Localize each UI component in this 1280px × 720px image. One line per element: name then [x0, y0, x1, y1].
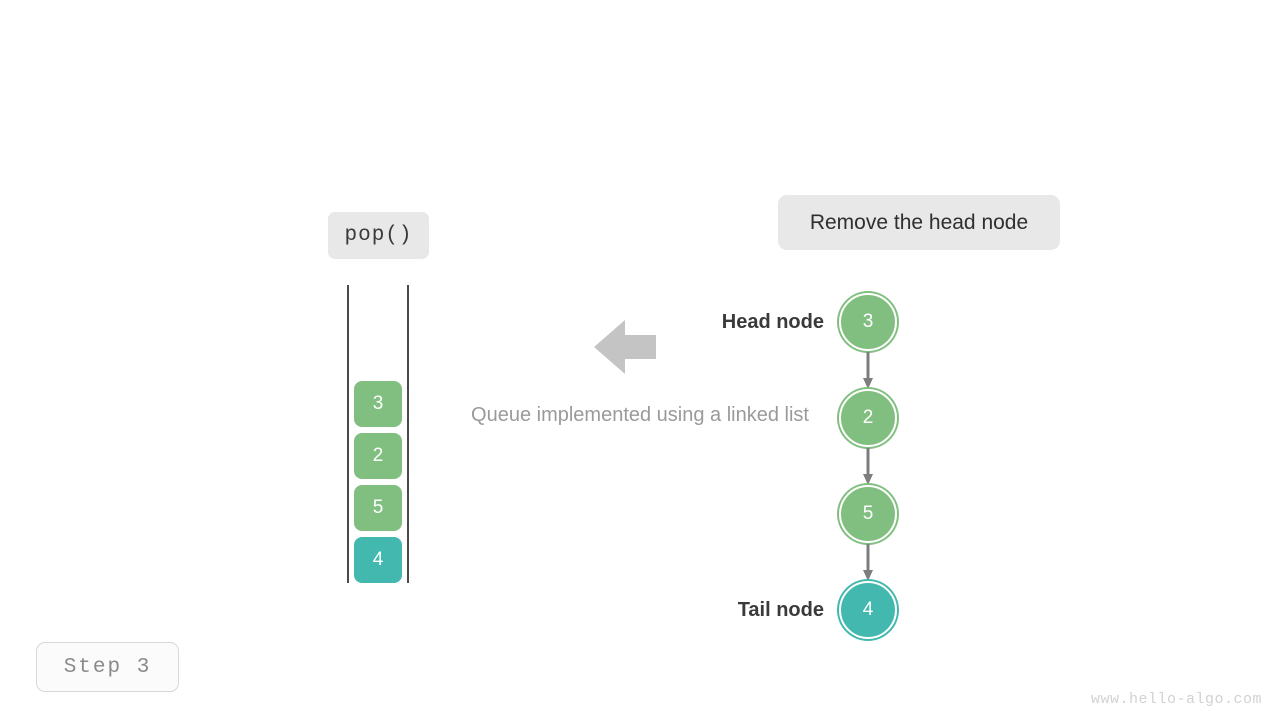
- tail-node-label: Tail node: [737, 599, 824, 621]
- operation-pill: pop(): [328, 212, 429, 259]
- watermark: www.hello-algo.com: [1090, 691, 1262, 708]
- queue-column: 3 2 5 4: [330, 280, 425, 592]
- node-connector-arrow-icon: [862, 448, 874, 486]
- head-node-label: Head node: [721, 311, 824, 333]
- queue-block: 5: [354, 485, 402, 531]
- node-value: 5: [862, 503, 874, 524]
- queue-block: 4: [354, 537, 402, 583]
- node-value: 4: [862, 599, 874, 620]
- step-badge: Step 3: [36, 642, 179, 692]
- linked-list-node: 2: [839, 389, 897, 447]
- linked-list-diagram: Head node 3 2 5 Tail node 4: [722, 286, 970, 646]
- queue-rail-right: [407, 285, 409, 583]
- queue-block-value: 2: [372, 445, 384, 466]
- queue-block-value: 5: [372, 497, 384, 518]
- queue-block: 2: [354, 433, 402, 479]
- flow-arrow-left-icon: [594, 318, 656, 376]
- linked-list-node-tail: 4: [839, 581, 897, 639]
- node-connector-arrow-icon: [862, 352, 874, 390]
- node-value: 3: [862, 311, 874, 332]
- queue-block-stack: 3 2 5 4: [351, 381, 405, 583]
- caption-text: Queue implemented using a linked list: [471, 404, 809, 426]
- operation-label: pop(): [344, 224, 413, 247]
- node-connector-arrow-icon: [862, 544, 874, 582]
- queue-rail-left: [347, 285, 349, 583]
- action-pill: Remove the head node: [778, 195, 1060, 250]
- linked-list-node: 5: [839, 485, 897, 543]
- queue-block-value: 4: [372, 549, 384, 570]
- node-value: 2: [862, 407, 874, 428]
- linked-list-node-head: 3: [839, 293, 897, 351]
- queue-block: 3: [354, 381, 402, 427]
- step-label: Step 3: [63, 655, 152, 679]
- queue-block-value: 3: [372, 393, 384, 414]
- action-label: Remove the head node: [809, 210, 1029, 234]
